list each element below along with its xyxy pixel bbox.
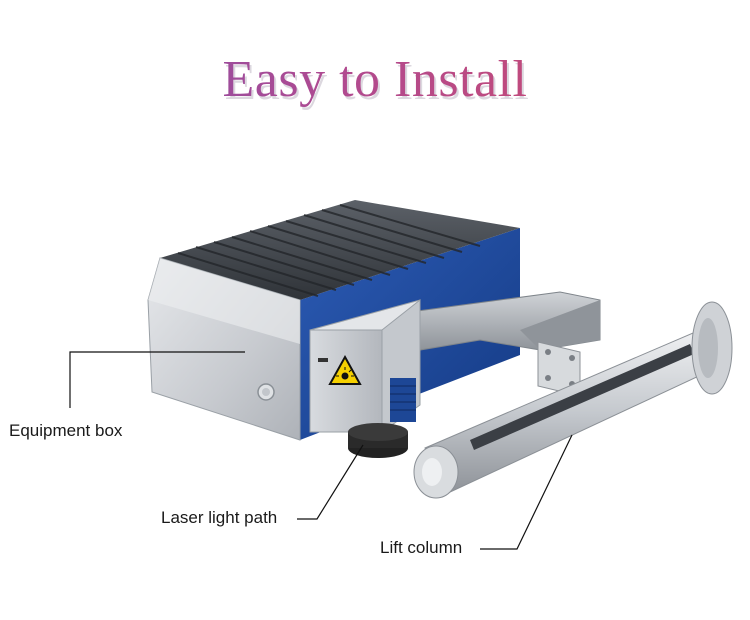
lift-column-callout-line bbox=[480, 434, 573, 550]
lift-column-label: Lift column bbox=[380, 538, 463, 557]
galvo-arm bbox=[409, 291, 601, 351]
page-title-shadow: Easy to Install bbox=[2, 51, 750, 115]
lift-column bbox=[413, 301, 733, 499]
laser-warning-icon bbox=[328, 354, 362, 385]
laser-light-path-label: Laser light path bbox=[161, 508, 278, 527]
page-title: Easy to Install bbox=[0, 48, 750, 112]
equipment-box-callout-line bbox=[69, 351, 245, 408]
laser-head bbox=[309, 298, 421, 458]
equipment-box-label: Equipment box bbox=[9, 421, 123, 440]
laser-light-path-callout-line bbox=[297, 444, 364, 520]
